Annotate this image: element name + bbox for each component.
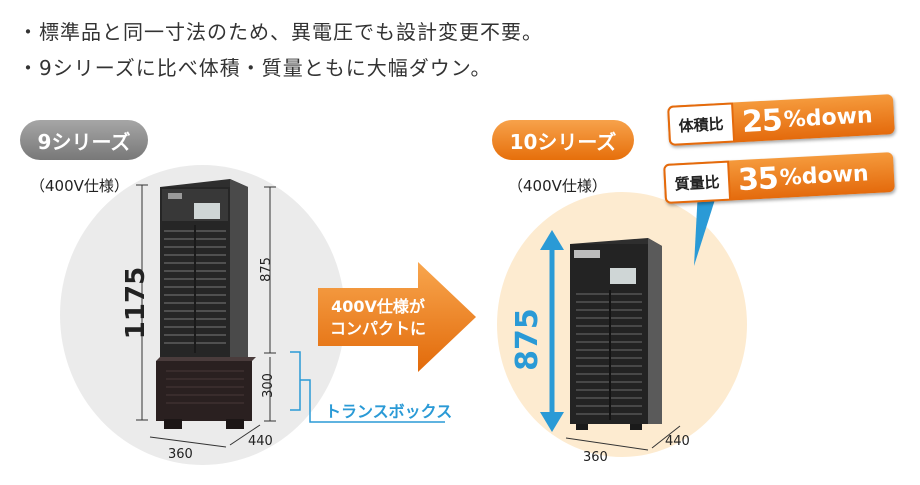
volume-ratio-tag: 体積比 <box>667 102 736 146</box>
mass-ratio-value: 35 <box>737 160 779 198</box>
arrow-caption-line2: コンパクトに <box>329 319 426 338</box>
volume-ratio-value: 25 <box>741 102 783 140</box>
series9-unit-height: 875 <box>258 257 274 282</box>
feature-bullet-2: ・9シリーズに比べ体積・質量ともに大幅ダウン。 <box>18 56 492 80</box>
compact-arrow <box>318 262 476 372</box>
series9-width: 360 <box>168 447 193 462</box>
series9-pill: 9シリーズ <box>20 120 148 160</box>
badge-callout-pointer <box>694 190 718 266</box>
series9-spec: （400V仕様） <box>30 177 129 195</box>
series9-unit-illustration <box>136 179 276 448</box>
series10-pill: 10シリーズ <box>492 120 634 160</box>
series9-box-height: 300 <box>260 373 276 398</box>
feature-bullet-1: ・標準品と同一寸法のため、異電圧でも設計変更不要。 <box>18 20 543 44</box>
feature-list: ・標準品と同一寸法のため、異電圧でも設計変更不要。 ・9シリーズに比べ体積・質量… <box>18 14 543 86</box>
arrow-caption: 400V仕様が コンパクトに <box>322 296 434 340</box>
mass-ratio-tag: 質量比 <box>663 160 732 204</box>
mass-ratio-unit: %down <box>779 160 870 191</box>
series10-height: 875 <box>509 308 545 371</box>
volume-ratio-badge: 体積比 25 %down <box>667 94 895 146</box>
transformer-box-label: トランスボックス <box>325 402 453 421</box>
volume-ratio-value-group: 25 %down <box>733 94 895 142</box>
arrow-caption-line1: 400V仕様が <box>331 297 425 316</box>
volume-ratio-unit: %down <box>783 102 874 133</box>
transformer-box-leader <box>290 351 445 423</box>
mass-ratio-value-group: 35 %down <box>729 152 895 201</box>
series10-spec: （400V仕様） <box>508 177 607 195</box>
series10-depth: 440 <box>665 434 690 449</box>
series9-depth: 440 <box>248 434 273 449</box>
series10-unit-illustration <box>540 230 681 451</box>
series9-total-height: 1175 <box>121 266 152 340</box>
series10-width: 360 <box>583 450 608 465</box>
mass-ratio-badge: 質量比 35 %down <box>663 152 895 204</box>
